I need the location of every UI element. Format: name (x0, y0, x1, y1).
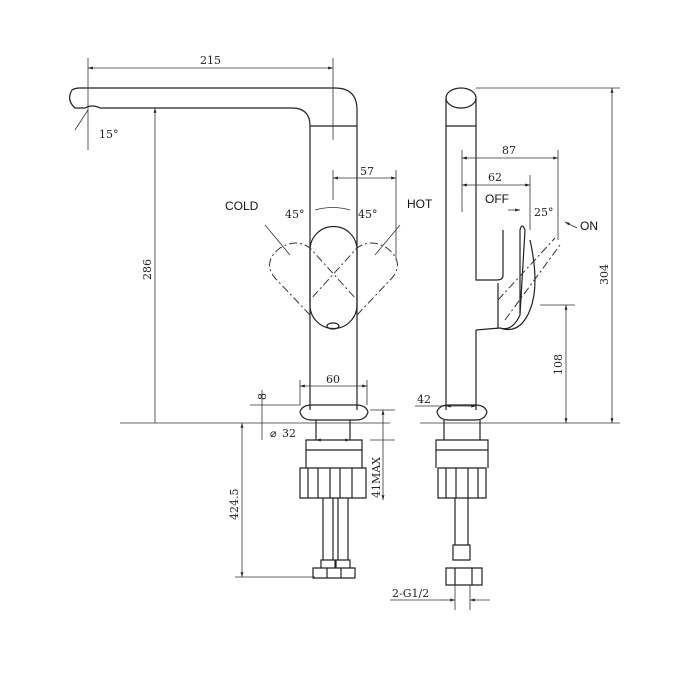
dim-lever-angle: 25° (534, 206, 554, 219)
label-off: OFF (485, 192, 509, 206)
dim-base-width: 60 (326, 373, 340, 386)
handle-hot-position (309, 242, 398, 316)
label-hot: HOT (407, 197, 433, 211)
dim-body-diameter: 42 (417, 393, 431, 406)
lever-on-position (497, 237, 561, 321)
side-view (435, 87, 561, 586)
dim-reach-on: 87 (502, 144, 516, 157)
dim-handle-height: 108 (552, 354, 565, 375)
base-cap (299, 404, 369, 421)
handle (309, 225, 358, 330)
side-lever (499, 225, 536, 331)
dim-rotation-left: 45° (285, 208, 305, 221)
dim-total-height: 304 (598, 264, 611, 285)
dim-hose-length: 424.5 (228, 489, 241, 521)
dim-rotation-right: 45° (358, 208, 378, 221)
dim-base-height: 8 (256, 393, 269, 400)
dim-reach-off: 62 (488, 171, 502, 184)
dim-spout-angle: 15° (99, 128, 119, 141)
dim-shank-diameter-value: 32 (282, 427, 296, 440)
side-shank (435, 420, 489, 586)
dim-handle-offset: 57 (360, 165, 374, 178)
front-shank (299, 420, 367, 579)
dim-connection: 2-G1/2 (392, 587, 429, 600)
dim-max-counter: 41MAX (370, 457, 383, 498)
spout (69, 87, 358, 410)
label-on: ON (580, 219, 598, 233)
front-view (69, 87, 398, 579)
dim-shank-diameter: ⌀ (270, 427, 277, 440)
side-body (445, 98, 504, 410)
dim-spout-reach: 215 (200, 54, 221, 67)
dim-height-under-spout: 286 (141, 259, 154, 280)
dimension-lines (74, 58, 620, 610)
handle-cold-position (269, 242, 358, 316)
label-cold: COLD (225, 199, 259, 213)
